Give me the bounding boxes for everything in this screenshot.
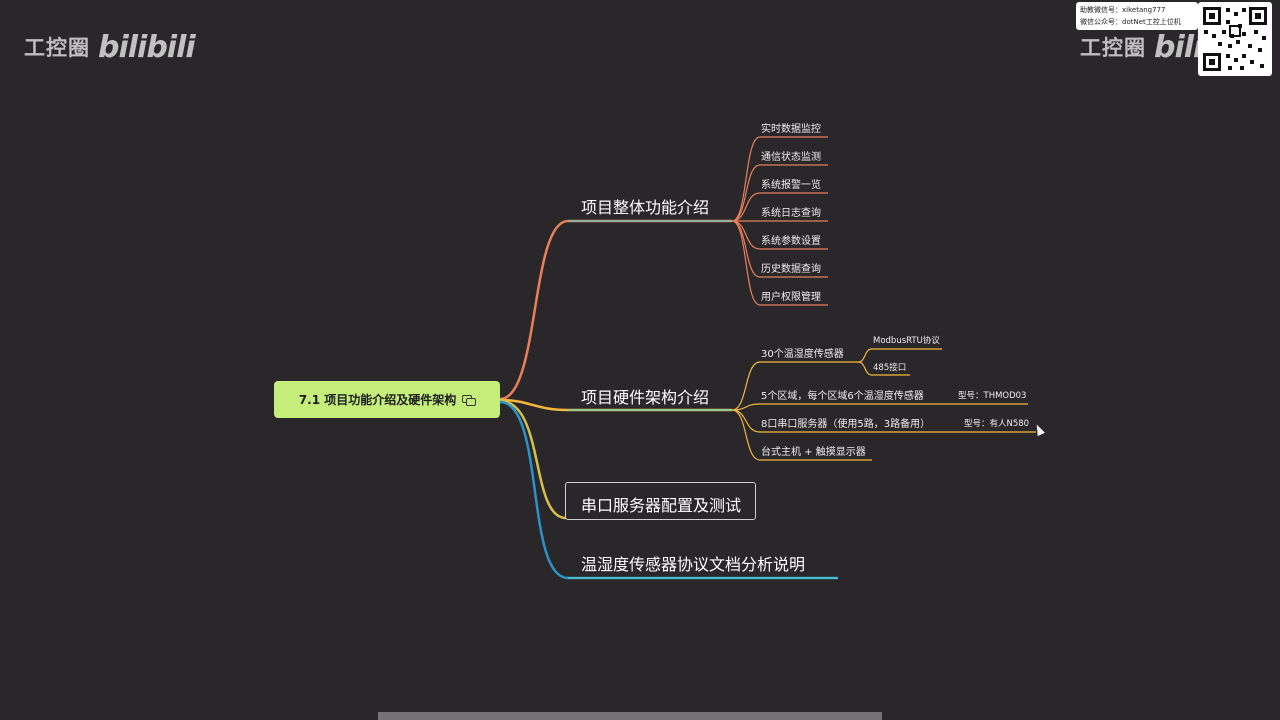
branch-overall-functions[interactable]: 项目整体功能介绍 [581, 194, 709, 218]
selected-node-outline [565, 482, 756, 520]
branch-label: 串口服务器配置及测试 [581, 496, 742, 515]
leaf-serial-server-8port[interactable]: 8口串口服务器（使用5路，3路备用） [761, 419, 931, 430]
bilibili-logo-partial: bili [1154, 29, 1203, 65]
branch-sensor-protocol-doc[interactable]: 温湿度传感器协议文档分析说明 [581, 551, 805, 575]
connector-branch-3 [499, 399, 567, 520]
link-icon [462, 394, 477, 406]
branch-hardware-architecture[interactable]: 项目硬件架构介绍 [581, 384, 709, 408]
watermark-right: 工控圈 bili [1080, 24, 1203, 70]
sub-modbus-rtu[interactable]: ModbusRTU协议 [873, 336, 940, 346]
info-card-line1: 助教微信号：xiketang777 [1080, 6, 1166, 14]
mindmap-root-node[interactable]: 7.1 项目功能介绍及硬件架构 [274, 381, 500, 418]
leaf-history-query[interactable]: 历史数据查询 [761, 264, 821, 275]
connector-group-functions [731, 136, 828, 306]
branch-label: 项目整体功能介绍 [581, 198, 710, 217]
qr-code-icon [1198, 2, 1272, 76]
sub-model-thmod03[interactable]: 型号：THMOD03 [958, 391, 1027, 401]
watermark-right-text: 工控圈 [1080, 36, 1146, 60]
leaf-five-zones[interactable]: 5个区域，每个区域6个温湿度传感器 [761, 391, 924, 402]
info-card-line2: 微信公众号：dotNet工控上位机 [1080, 18, 1181, 26]
horizontal-scrollbar[interactable] [378, 712, 882, 720]
connector-branch-2 [499, 398, 732, 412]
leaf-user-permissions[interactable]: 用户权限管理 [761, 292, 821, 303]
leaf-comm-status[interactable]: 通信状态监测 [761, 152, 821, 163]
sub-model-n580[interactable]: 型号：有人N580 [964, 419, 1030, 429]
branch-serial-server-config[interactable]: 串口服务器配置及测试 [581, 492, 741, 516]
connector-group-hardware [731, 348, 1036, 461]
bilibili-logo: bilibili [98, 29, 196, 65]
connector-branch-4 [499, 400, 838, 580]
root-label: 7.1 项目功能介绍及硬件架构 [298, 393, 457, 407]
branch-label: 温湿度传感器协议文档分析说明 [581, 555, 806, 574]
leaf-log-query[interactable]: 系统日志查询 [761, 208, 821, 219]
info-card: 助教微信号：xiketang777 微信公众号：dotNet工控上位机 [1076, 2, 1198, 30]
branch-label: 项目硬件架构介绍 [581, 388, 710, 407]
leaf-desktop-host[interactable]: 台式主机 + 触摸显示器 [761, 447, 866, 458]
leaf-sensors-30[interactable]: 30个温湿度传感器 [761, 349, 844, 360]
sub-485-interface[interactable]: 485接口 [873, 363, 907, 373]
leaf-realtime-monitor[interactable]: 实时数据监控 [761, 124, 821, 135]
leaf-param-settings[interactable]: 系统参数设置 [761, 236, 821, 247]
connector-branch-1 [499, 219, 732, 401]
watermark-left: 工控圈 bilibili [24, 24, 196, 70]
watermark-left-text: 工控圈 [24, 36, 90, 60]
leaf-alarm-overview[interactable]: 系统报警一览 [761, 180, 821, 191]
